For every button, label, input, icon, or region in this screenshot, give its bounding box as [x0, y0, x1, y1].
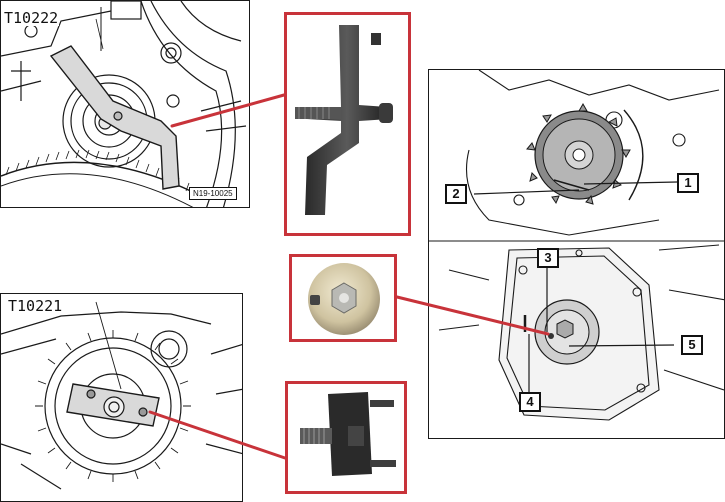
- engine-line-art: [1, 1, 247, 207]
- callout-3: 3: [537, 248, 559, 268]
- callout-5: 5: [681, 335, 703, 355]
- holder-tool-photo: [295, 25, 393, 215]
- locking-tool-photo: [300, 392, 396, 476]
- panel-right-callouts: 2 1 3 5 4: [428, 69, 725, 439]
- figure-reference-code: N19-10025: [189, 187, 237, 200]
- tool-code-label-top: T10222: [3, 9, 60, 27]
- bolt-photo-frame: [289, 254, 397, 342]
- callout-2: 2: [445, 184, 467, 204]
- tool-code-label-bottom: T10221: [7, 297, 64, 315]
- panel-bottom-left-sprocket: T10221: [0, 293, 243, 502]
- cam-sprocket-line-art: [429, 70, 724, 421]
- callout-1: 1: [677, 173, 699, 193]
- bolt-washer-photo: [308, 263, 380, 335]
- callout-4: 4: [519, 392, 541, 412]
- sprocket-line-art: [1, 301, 242, 490]
- panel-top-left-engine: T10222 N19-10025: [0, 0, 250, 208]
- tool-photo-frame-top: [284, 12, 411, 236]
- tool-photo-frame-bottom: [285, 381, 407, 494]
